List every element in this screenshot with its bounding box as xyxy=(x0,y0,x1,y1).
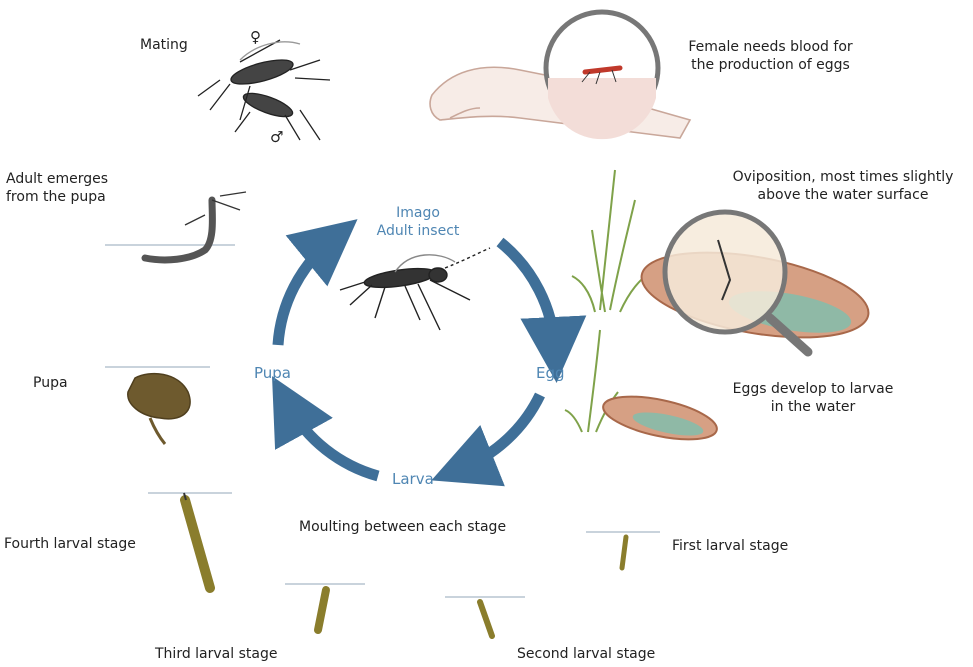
adult-mosquito-icon xyxy=(340,248,490,330)
stage-larva-label: Larva xyxy=(392,470,434,488)
third-larval-stage-icon xyxy=(285,584,365,630)
grass-icon xyxy=(572,170,650,312)
pupa-label: Pupa xyxy=(33,374,68,392)
adult-emerges-label: Adult emerges from the pupa xyxy=(6,170,108,206)
second-larval-stage-icon xyxy=(445,597,525,636)
arrow-imago-to-egg xyxy=(500,242,555,350)
mating-label: Mating xyxy=(140,36,188,54)
mating-mosquitoes-icon xyxy=(198,40,330,140)
oviposition-label: Oviposition, most times slightly above t… xyxy=(718,168,968,204)
stage-pupa-label: Pupa xyxy=(254,364,291,382)
arrow-pupa-to-imago xyxy=(278,240,332,345)
eggs-develop-label: Eggs develop to larvae in the water xyxy=(728,380,898,416)
pupa-icon xyxy=(105,367,210,444)
fourth-larval-stage-label: Fourth larval stage xyxy=(4,535,136,553)
male-symbol: ♂ xyxy=(270,128,283,146)
fourth-larval-stage-icon xyxy=(148,493,232,588)
third-larval-stage-label: Third larval stage xyxy=(155,645,277,663)
arrow-larva-to-pupa xyxy=(288,405,378,476)
magnifier-egg-icon xyxy=(665,212,808,352)
adult-emerging-icon xyxy=(105,192,246,260)
moulting-label: Moulting between each stage xyxy=(299,518,506,536)
dish-larvae-icon xyxy=(600,388,721,447)
female-symbol: ♀ xyxy=(250,28,261,46)
first-larval-stage-label: First larval stage xyxy=(672,537,788,555)
stage-egg-label: Egg xyxy=(536,364,565,382)
first-larval-stage-icon xyxy=(586,532,660,568)
stage-imago-label: Imago Adult insect xyxy=(363,204,473,240)
magnifier-blood-icon xyxy=(546,12,658,139)
second-larval-stage-label: Second larval stage xyxy=(517,645,655,663)
female-blood-label: Female needs blood for the production of… xyxy=(668,38,873,74)
arrow-egg-to-larva xyxy=(462,395,540,468)
